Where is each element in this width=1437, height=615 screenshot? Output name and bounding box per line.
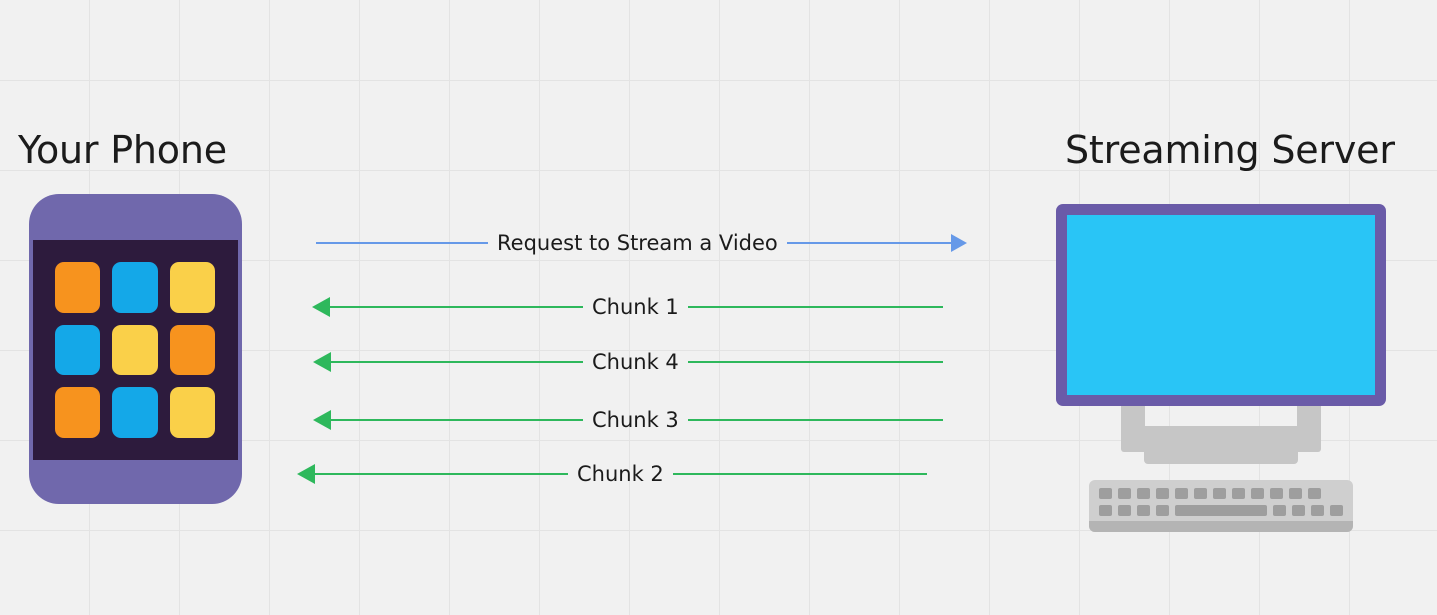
- keyboard-key: [1156, 505, 1169, 516]
- keyboard-key: [1270, 488, 1283, 499]
- keyboard-key: [1137, 488, 1150, 499]
- app-icon-orange-7: [55, 387, 101, 438]
- keyboard-key: [1118, 488, 1131, 499]
- app-icon-orange-1: [55, 262, 101, 313]
- monitor-bezel: [1056, 204, 1386, 406]
- keyboard-key: [1232, 488, 1245, 499]
- keyboard-row-bottom: [1099, 505, 1343, 516]
- keyboard-key: [1273, 505, 1286, 516]
- arrow-left-icon: [297, 464, 315, 484]
- keyboard-key: [1213, 488, 1226, 499]
- arrow-left-icon: [313, 410, 331, 430]
- monitor-screen: [1067, 215, 1375, 395]
- message-label: Chunk 2: [577, 461, 664, 486]
- message-label: Chunk 3: [592, 407, 679, 432]
- keyboard-key: [1292, 505, 1305, 516]
- phone-screen: [33, 240, 238, 460]
- keyboard-key: [1099, 505, 1112, 516]
- flow-line-segment: [687, 360, 943, 364]
- flow-line-segment: [786, 241, 952, 245]
- app-icon-orange-6: [169, 324, 215, 376]
- flow-line-segment: [330, 418, 583, 422]
- keyboard-key: [1289, 488, 1302, 499]
- flow-line-segment: [316, 241, 488, 245]
- arrow-left-icon: [312, 297, 330, 317]
- message-flow-chunk-1: Chunk 1: [312, 294, 943, 320]
- keyboard-key: [1330, 505, 1343, 516]
- arrow-right-icon: [950, 234, 967, 252]
- message-label: Chunk 1: [592, 294, 679, 319]
- phone-app-grid: [55, 262, 215, 438]
- app-icon-yellow-3: [169, 262, 215, 313]
- page-title-streaming-server: Streaming Server: [1065, 128, 1395, 172]
- server-graphic: [1056, 204, 1388, 539]
- keyboard-key: [1118, 505, 1131, 516]
- flow-line-segment: [314, 472, 568, 476]
- keyboard-base: [1089, 521, 1353, 532]
- message-flow-chunk-3: Chunk 3: [313, 407, 943, 433]
- flow-line-segment: [687, 305, 943, 309]
- keyboard-key: [1308, 488, 1321, 499]
- message-flow-request-to-stream-a-video: Request to Stream a Video: [316, 230, 967, 256]
- keyboard-key: [1311, 505, 1324, 516]
- message-flow-chunk-2: Chunk 2: [297, 461, 927, 487]
- keyboard-key: [1251, 488, 1264, 499]
- keyboard-row-top: [1099, 488, 1343, 499]
- keyboard-key: [1156, 488, 1169, 499]
- phone-graphic: [29, 194, 242, 504]
- keyboard-icon: [1089, 480, 1353, 532]
- page-title-your-phone: Your Phone: [18, 128, 227, 172]
- monitor-stand-base: [1144, 444, 1298, 464]
- keyboard-key: [1099, 488, 1112, 499]
- keyboard-key: [1194, 488, 1207, 499]
- app-icon-blue-8: [112, 387, 158, 438]
- app-icon-yellow-9: [169, 387, 215, 438]
- flow-line-segment: [672, 472, 927, 476]
- app-icon-blue-2: [112, 262, 158, 313]
- app-icon-blue-4: [55, 324, 101, 376]
- flow-line-segment: [330, 360, 583, 364]
- flow-line-segment: [687, 418, 943, 422]
- keyboard-spacebar: [1175, 505, 1267, 516]
- arrow-left-icon: [313, 352, 331, 372]
- keyboard-key: [1175, 488, 1188, 499]
- message-label: Request to Stream a Video: [497, 230, 778, 255]
- message-flow-chunk-4: Chunk 4: [313, 349, 943, 375]
- app-icon-yellow-5: [112, 324, 158, 376]
- message-label: Chunk 4: [592, 349, 679, 374]
- keyboard-key: [1137, 505, 1150, 516]
- flow-line-segment: [329, 305, 583, 309]
